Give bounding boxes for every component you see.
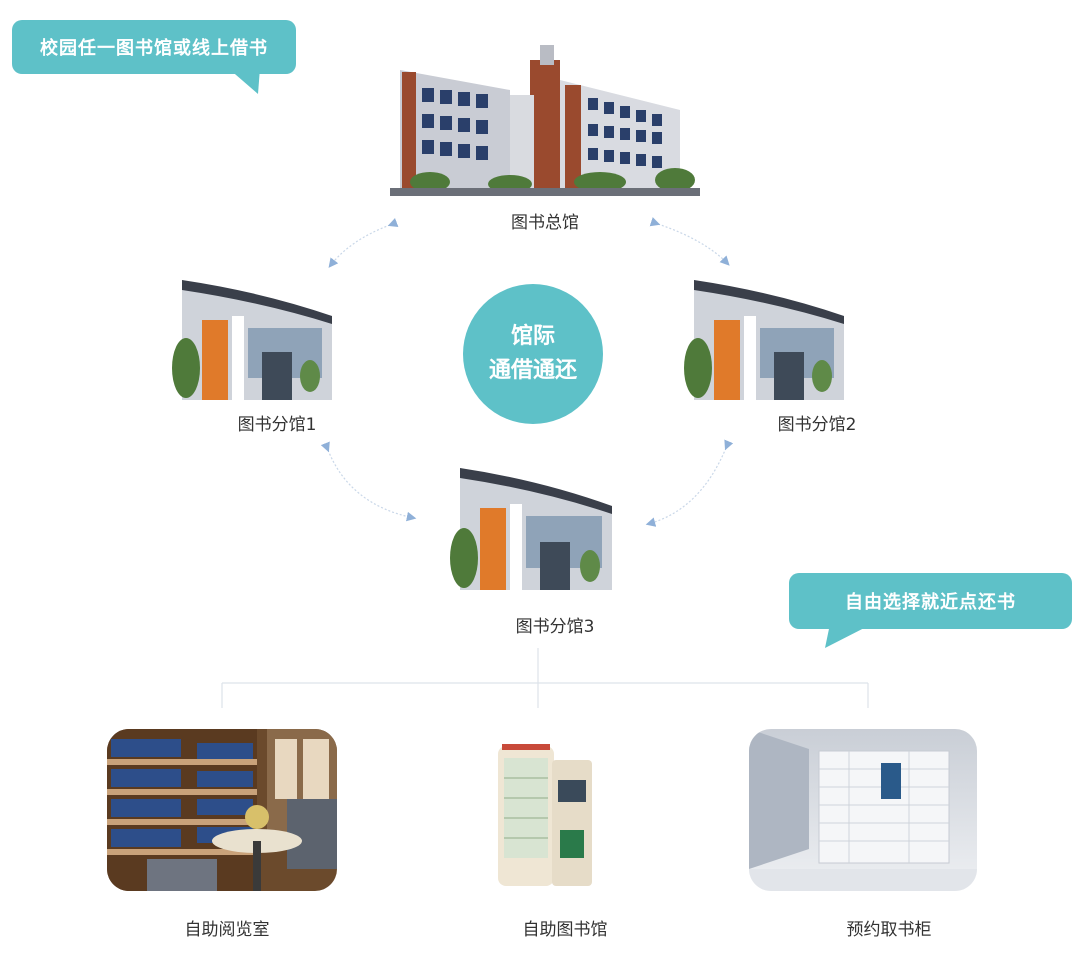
arrow-main-branch1 [328, 217, 399, 268]
center-circle: 馆际 通借通还 [463, 284, 603, 424]
center-line-2: 通借通还 [488, 358, 577, 383]
branch-library-2-label: 图书分馆2 [777, 415, 857, 435]
branch-library-2-image [684, 272, 854, 400]
bubble-return-text: 自由选择就近点还书 [845, 592, 1016, 613]
arrow-branch2-branch3 [645, 439, 734, 527]
arrow-branch1-branch3 [320, 441, 417, 522]
bubble-tail-borrow [228, 68, 260, 94]
main-library-building-image [390, 40, 700, 196]
book-locker-image [749, 729, 977, 891]
branch-library-3-image [450, 460, 622, 590]
main-library-label: 图书总馆 [511, 213, 579, 233]
bubble-borrow-text: 校园任一图书馆或线上借书 [40, 38, 268, 59]
self-service-kiosk-image [494, 740, 598, 890]
speech-bubble-borrow: 校园任一图书馆或线上借书 [12, 20, 296, 74]
branch-library-1-label: 图书分馆1 [237, 415, 317, 435]
speech-bubble-return: 自由选择就近点还书 [789, 573, 1072, 629]
self-service-library-label: 自助图书馆 [522, 920, 608, 940]
book-locker-label: 预约取书柜 [846, 920, 932, 940]
bubble-tail-return [825, 624, 872, 648]
arrow-main-branch2 [649, 217, 730, 266]
reading-room-label: 自助阅览室 [184, 920, 270, 940]
branch-library-3-label: 图书分馆3 [515, 617, 595, 637]
reading-room-image [107, 729, 337, 891]
branch-library-1-image [172, 272, 342, 400]
center-line-1: 馆际 [510, 324, 555, 349]
